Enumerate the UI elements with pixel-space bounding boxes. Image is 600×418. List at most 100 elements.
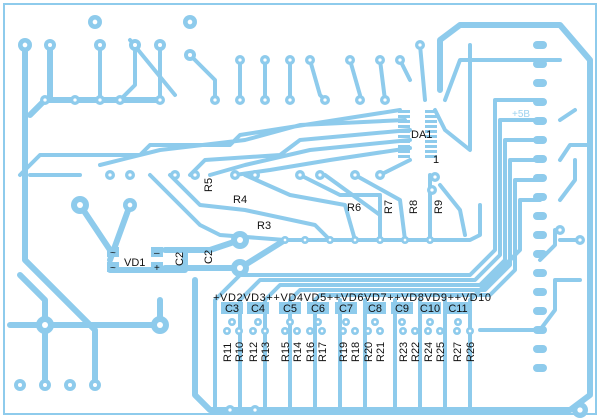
drill-hole bbox=[353, 238, 357, 242]
drill-hole bbox=[157, 322, 163, 328]
connector-pad bbox=[533, 155, 547, 163]
resistor-label: R16 bbox=[305, 342, 317, 362]
drill-hole bbox=[127, 202, 133, 208]
ic-pin bbox=[398, 110, 410, 113]
drill-hole bbox=[353, 329, 357, 333]
drill-hole bbox=[433, 175, 437, 179]
ic-pin bbox=[398, 125, 410, 128]
drill-hole bbox=[233, 173, 237, 177]
ic-pin bbox=[398, 120, 410, 123]
drill-hole bbox=[283, 238, 287, 242]
drill-hole bbox=[263, 98, 267, 102]
drill-hole bbox=[428, 238, 432, 242]
ic-pin bbox=[398, 155, 410, 158]
drill-hole bbox=[413, 329, 417, 333]
drill-hole bbox=[401, 329, 405, 333]
drill-hole bbox=[73, 98, 77, 102]
drill-hole bbox=[298, 173, 302, 177]
ic-pin bbox=[425, 130, 437, 133]
drill-hole bbox=[237, 237, 243, 243]
resistor-label: R21 bbox=[375, 342, 387, 362]
capacitor-label: C6 bbox=[311, 303, 325, 315]
connector-pad bbox=[533, 193, 547, 201]
drill-hole bbox=[455, 329, 459, 333]
drill-hole bbox=[98, 98, 102, 102]
drill-hole bbox=[43, 383, 47, 387]
resistor-label: R25 bbox=[435, 342, 447, 362]
connector-pad bbox=[533, 212, 547, 220]
resistor-label: R26 bbox=[465, 342, 477, 362]
drill-hole bbox=[68, 383, 72, 387]
drill-hole bbox=[288, 98, 292, 102]
resistor-label: R12 bbox=[248, 342, 260, 362]
drill-hole bbox=[323, 98, 327, 102]
drill-hole bbox=[118, 98, 122, 102]
drill-hole bbox=[108, 173, 112, 177]
drill-hole bbox=[328, 238, 332, 242]
drill-hole bbox=[22, 42, 28, 48]
resistor-label: R20 bbox=[363, 342, 375, 362]
drill-hole bbox=[228, 408, 232, 412]
drill-hole bbox=[308, 58, 312, 62]
drill-hole bbox=[77, 202, 83, 208]
drill-hole bbox=[316, 320, 320, 324]
capacitor-label: C7 bbox=[339, 303, 353, 315]
plus-terminal-label: + bbox=[154, 263, 160, 274]
connector-pad bbox=[533, 79, 547, 87]
ic-pin bbox=[398, 135, 410, 138]
drill-hole bbox=[353, 173, 357, 177]
ic-pin bbox=[425, 125, 437, 128]
resistor-label: R27 bbox=[452, 342, 464, 362]
drill-hole bbox=[288, 320, 292, 324]
drill-hole bbox=[253, 173, 257, 177]
drill-hole bbox=[341, 329, 345, 333]
resistor-label: R6 bbox=[347, 202, 361, 214]
capacitor-label: C2 bbox=[203, 250, 215, 264]
drill-hole bbox=[344, 320, 348, 324]
drill-hole bbox=[48, 43, 52, 47]
drill-hole bbox=[366, 329, 370, 333]
connector-pad bbox=[533, 288, 547, 296]
resistor-label: R15 bbox=[280, 342, 292, 362]
resistor-label: R22 bbox=[410, 342, 422, 362]
drill-hole bbox=[225, 329, 229, 333]
drill-hole bbox=[308, 329, 312, 333]
drill-hole bbox=[383, 98, 387, 102]
ic-pin bbox=[425, 155, 437, 158]
drill-hole bbox=[288, 58, 292, 62]
drill-hole bbox=[403, 238, 407, 242]
drill-hole bbox=[251, 329, 255, 333]
ic-pin bbox=[425, 115, 437, 118]
drill-hole bbox=[378, 173, 382, 177]
drill-hole bbox=[128, 173, 132, 177]
connector-pad bbox=[533, 326, 547, 334]
capacitor-label: C4 bbox=[251, 303, 265, 315]
bridge-label: VD1 bbox=[124, 257, 145, 269]
drill-hole bbox=[358, 98, 362, 102]
capacitor-label: C8 bbox=[368, 303, 382, 315]
ic-pin bbox=[398, 150, 410, 153]
drill-hole bbox=[18, 383, 22, 387]
drill-hole bbox=[238, 98, 242, 102]
diode-row-label: +VD2VD3++VD4VD5++VD6VD7++VD8VD9++VD10 bbox=[213, 292, 491, 304]
drill-hole bbox=[93, 383, 97, 387]
drill-hole bbox=[295, 329, 299, 333]
drill-hole bbox=[426, 329, 430, 333]
capacitor-label: C3 bbox=[225, 303, 239, 315]
drill-hole bbox=[418, 43, 422, 47]
connector-pad bbox=[533, 250, 547, 258]
drill-hole bbox=[398, 58, 402, 62]
capacitor-label: C2 bbox=[174, 252, 186, 266]
ic-pin bbox=[425, 120, 437, 123]
connector-pad bbox=[533, 60, 547, 68]
drill-hole bbox=[400, 320, 404, 324]
connector-pad bbox=[533, 98, 547, 106]
drill-hole bbox=[230, 320, 234, 324]
drill-hole bbox=[213, 98, 217, 102]
drill-hole bbox=[187, 19, 193, 25]
drill-hole bbox=[378, 329, 382, 333]
ic-label: DA1 bbox=[411, 129, 432, 141]
capacitor-label: C9 bbox=[395, 303, 409, 315]
drill-hole bbox=[237, 265, 243, 271]
